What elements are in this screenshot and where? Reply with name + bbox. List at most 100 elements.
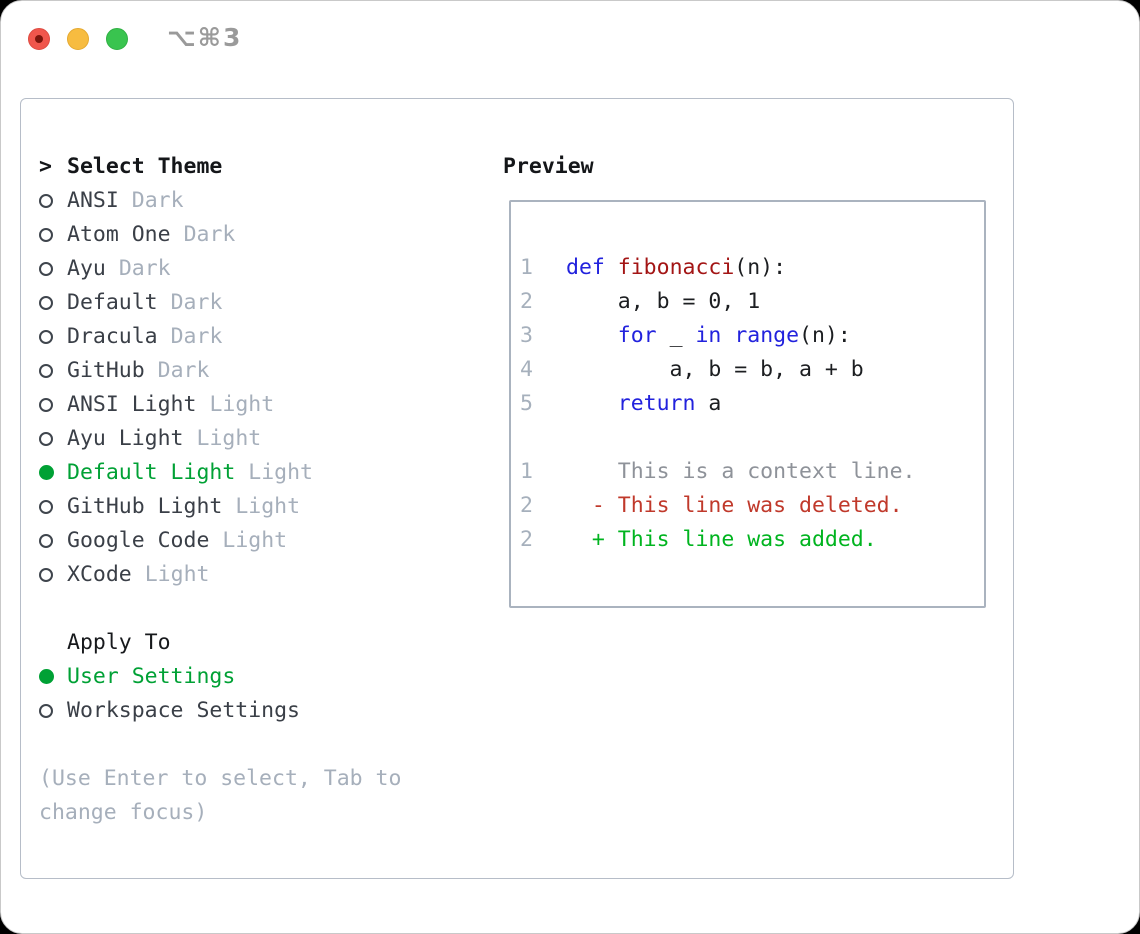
theme-name: XCode (67, 562, 132, 587)
radio-icon (39, 558, 67, 592)
window-shortcut-label: ⌥⌘3 (167, 23, 243, 52)
code-token: fibonacci (617, 255, 735, 280)
apply-option-label: User Settings (67, 664, 236, 689)
code-content: return a (566, 391, 722, 416)
theme-name: Atom One (67, 222, 171, 247)
theme-variant: Dark (157, 358, 210, 383)
apply-option-user-settings[interactable]: User Settings (39, 660, 503, 694)
code-token: range (734, 323, 800, 348)
code-content: + This line was added. (566, 527, 877, 552)
theme-variant: Light (209, 392, 275, 417)
theme-name: Dracula (67, 324, 158, 349)
apply-to-title: Apply To (67, 630, 171, 655)
code-content: a, b = b, a + b (566, 357, 864, 382)
theme-variant: Dark (118, 256, 171, 281)
code-token: a, b = 0, 1 (566, 289, 761, 314)
apply-to-header: Apply To (39, 626, 503, 660)
theme-variant: Dark (131, 188, 184, 213)
theme-name: Google Code (67, 528, 210, 553)
code-line: 3 for _ in range(n): (520, 319, 984, 353)
code-content: - This line was deleted. (566, 493, 903, 518)
theme-item-ayu[interactable]: Ayu Dark (39, 252, 503, 286)
code-token: def (566, 255, 605, 280)
apply-option-workspace-settings[interactable]: Workspace Settings (39, 694, 503, 728)
select-theme-header: > Select Theme (39, 150, 503, 184)
apply-option-label: Workspace Settings (67, 698, 300, 723)
close-dot-icon (35, 35, 43, 43)
code-line (520, 421, 984, 455)
radio-icon (39, 490, 67, 524)
line-number: 1 (520, 255, 533, 280)
preview-title: Preview (503, 154, 594, 179)
theme-item-google-code[interactable]: Google Code Light (39, 524, 503, 558)
line-number: 3 (520, 323, 533, 348)
spacer-row (39, 728, 503, 762)
theme-item-dracula[interactable]: Dracula Dark (39, 320, 503, 354)
code-line: 4 a, b = b, a + b (520, 353, 984, 387)
code-token: a, b = b, a + b (566, 357, 864, 382)
code-token (721, 323, 734, 348)
radio-icon (39, 660, 67, 694)
focus-caret-icon: > (39, 154, 52, 179)
code-line: 2 - This line was deleted. (520, 489, 984, 523)
radio-icon (39, 286, 67, 320)
theme-name: GitHub Light (67, 494, 223, 519)
code-content: for _ in range(n): (566, 323, 851, 348)
code-token: return (617, 391, 696, 416)
code-token: This is a context line. (566, 459, 916, 484)
theme-variant: Light (196, 426, 262, 451)
theme-variant: Dark (170, 324, 223, 349)
line-number: 2 (520, 493, 533, 518)
line-number: 2 (520, 527, 533, 552)
code-token (566, 323, 618, 348)
theme-item-ayu-light[interactable]: Ayu Light Light (39, 422, 503, 456)
radio-icon (39, 456, 67, 490)
code-token: - This line was deleted. (566, 493, 903, 518)
code-token: _ (656, 323, 696, 348)
radio-icon (39, 524, 67, 558)
line-number: 2 (520, 289, 533, 314)
code-line: 5 return a (520, 387, 984, 421)
code-token: in (695, 323, 722, 348)
code-content: def fibonacci(n): (566, 255, 786, 280)
spacer-row (39, 592, 503, 626)
select-theme-title: Select Theme (67, 154, 223, 179)
theme-name: ANSI Light (67, 392, 197, 417)
theme-name: Default (67, 290, 158, 315)
line-number: 5 (520, 391, 533, 416)
radio-icon (39, 320, 67, 354)
code-line: 2 + This line was added. (520, 523, 984, 557)
theme-item-default[interactable]: Default Dark (39, 286, 503, 320)
radio-icon (39, 388, 67, 422)
theme-item-ansi-light[interactable]: ANSI Light Light (39, 388, 503, 422)
close-button[interactable] (28, 28, 50, 50)
theme-name: Ayu (67, 256, 106, 281)
code-content: This is a context line. (566, 459, 916, 484)
zoom-button[interactable] (106, 28, 128, 50)
code-token: + This line was added. (566, 527, 877, 552)
code-token: (n): (799, 323, 851, 348)
code-token (566, 391, 618, 416)
theme-variant: Dark (170, 290, 223, 315)
code-token (605, 255, 618, 280)
code-token: a (695, 391, 722, 416)
theme-name: Ayu Light (67, 426, 184, 451)
hint-text: (Use Enter to select, Tab to change focu… (39, 766, 402, 825)
theme-variant: Light (222, 528, 288, 553)
line-number: 4 (520, 357, 533, 382)
minimize-button[interactable] (67, 28, 89, 50)
theme-variant: Light (248, 460, 314, 485)
radio-icon (39, 354, 67, 388)
code-line: 1 This is a context line. (520, 455, 984, 489)
